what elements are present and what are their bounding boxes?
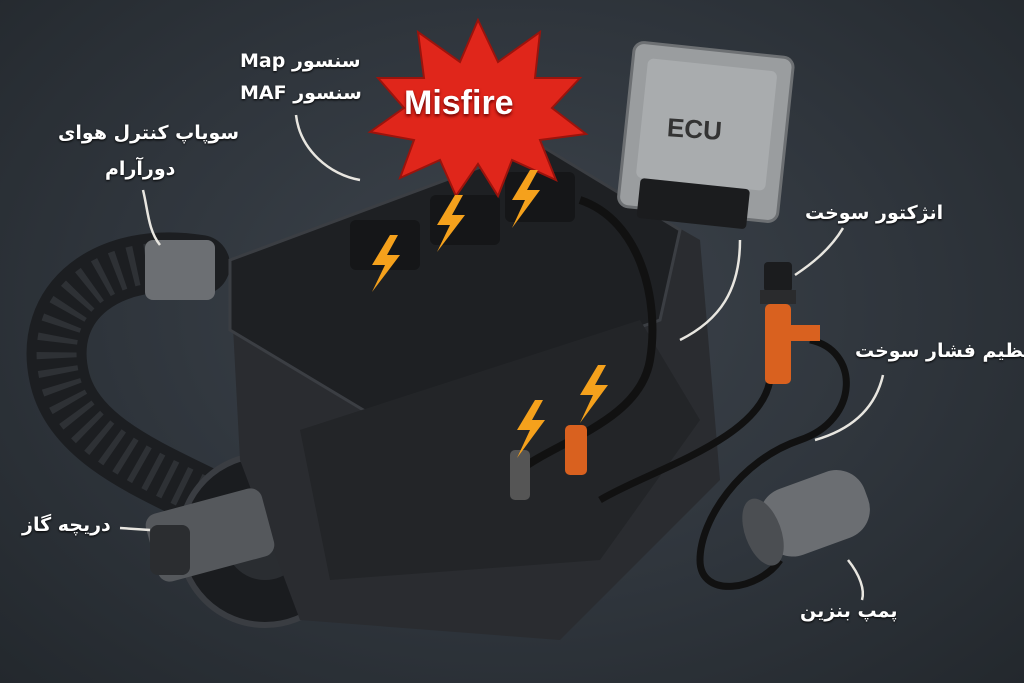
spark-plug [510, 450, 530, 500]
spark-plug [565, 425, 587, 475]
map-sensor-label: سنسور Map [240, 50, 361, 72]
fuel-injector-label: انژکتور سوخت [805, 202, 944, 224]
idle-air-valve-label-line2: دورآرام [105, 158, 176, 180]
misfire-label: Misfire [404, 84, 514, 122]
idle-air-valve [145, 240, 215, 300]
ecu-label: ECU [666, 112, 723, 146]
intake-hose [26, 232, 240, 530]
maf-sensor-label: سنسور MAF [240, 82, 362, 104]
fuel-injector [760, 262, 820, 384]
spark-icon [512, 170, 540, 228]
spark-icon [580, 365, 608, 423]
fuel-pressure-regulator-label: تنظیم فشار سوخت [855, 340, 1024, 362]
leader-lines [119, 114, 885, 601]
spark-icon [372, 235, 400, 292]
throttle-body-label: دریچه گاز [22, 514, 111, 536]
spark-icon [437, 195, 465, 252]
ecu-unit [617, 41, 795, 229]
fuel-pump-label: پمپ بنزین [800, 600, 898, 622]
spark-icon [517, 400, 545, 458]
misfire-burst-icon [367, 17, 589, 199]
fuel-pump [742, 470, 870, 566]
spark-icons [372, 170, 608, 458]
idle-air-valve-label-line1: سوپاپ کنترل هوای [58, 122, 240, 144]
